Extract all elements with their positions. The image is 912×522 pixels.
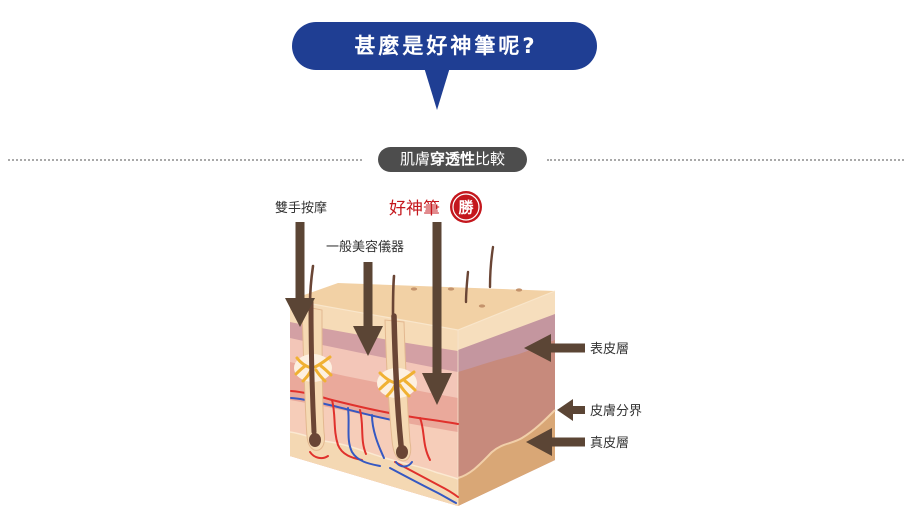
beauty-device-arrow-down-icon <box>353 262 383 356</box>
layer-label-epidermis: 表皮層 <box>590 342 629 357</box>
hair-strand <box>464 270 470 304</box>
side-subcutaneous-layer <box>458 410 555 506</box>
skin-cube-front-face <box>289 300 459 506</box>
winner-badge: 勝 <box>450 191 482 223</box>
method-label-hand-massage: 雙手按摩 <box>275 200 327 216</box>
skin-cube <box>289 245 556 506</box>
method-label-beauty-device: 一般美容儀器 <box>326 239 404 255</box>
blood-vessel-red <box>309 451 329 460</box>
winner-badge-text: 勝 <box>458 199 474 217</box>
front-epidermis-layer <box>290 300 458 351</box>
hair-follicle <box>294 299 333 451</box>
blood-vessel-red <box>331 399 363 461</box>
method-hand-massage: 雙手按摩 <box>275 200 327 327</box>
section-label-emphasis: 穿透性 <box>429 150 475 168</box>
section-divider-right <box>547 159 904 161</box>
layer-label-boundary: 皮膚分界 <box>590 403 642 419</box>
boundary-arrow-left-icon <box>557 399 585 421</box>
title-bubble-tail <box>423 64 451 110</box>
blood-vessel-blue <box>371 414 385 459</box>
epidermis-arrow-left-icon <box>524 334 585 362</box>
method-label-product-pen: 好神筆 <box>389 199 440 219</box>
hand-massage-arrow-down-icon <box>285 222 315 327</box>
blood-vessel-blue <box>389 467 457 504</box>
pore <box>515 288 523 292</box>
blood-vessel-red <box>359 409 367 455</box>
winner-badge-ring <box>452 193 480 221</box>
page-title: 甚麼是好神筆呢? <box>292 22 597 70</box>
front-subcutaneous-layer <box>290 432 458 506</box>
pore <box>478 304 486 308</box>
pore <box>447 287 455 291</box>
layer-label-dermis: 真皮層 <box>590 436 629 451</box>
blood-vessel-red <box>394 461 459 498</box>
side-epidermis-layer <box>458 291 555 350</box>
hair-root <box>391 313 404 448</box>
hair-bulb <box>309 433 321 447</box>
gland-lobes <box>294 355 333 383</box>
method-beauty-device: 一般美容儀器 <box>326 239 404 356</box>
hair-strand <box>391 274 396 316</box>
section-label-prefix: 肌膚 <box>399 150 430 168</box>
method-product-pen: 好神筆 勝 <box>389 191 482 405</box>
blood-vessel-blue <box>347 407 381 467</box>
top-face-front-edge <box>289 290 556 331</box>
layer-boundary: 皮膚分界 <box>557 399 642 421</box>
winner-badge-circle <box>450 191 482 223</box>
blood-vessel-red <box>419 417 431 461</box>
hair-root <box>308 299 317 435</box>
dermis-arrow-left-icon <box>526 428 585 456</box>
hair-bulb <box>396 445 408 459</box>
layer-dermis: 真皮層 <box>526 428 629 456</box>
hair-follicle <box>377 313 417 462</box>
blood-vessel-blue <box>395 461 413 468</box>
layer-epidermis: 表皮層 <box>524 334 629 362</box>
product-pen-arrow-down-icon <box>422 222 452 405</box>
section-label-suffix: 比較 <box>475 150 506 168</box>
hair-strand <box>488 245 495 289</box>
gland-lobes <box>378 370 417 398</box>
side-boundary-line <box>457 409 556 479</box>
skin-cube-top-face <box>290 283 555 330</box>
pore <box>410 287 418 291</box>
section-divider-left <box>8 159 362 161</box>
section-label: 肌膚穿透性比較 <box>378 147 527 172</box>
